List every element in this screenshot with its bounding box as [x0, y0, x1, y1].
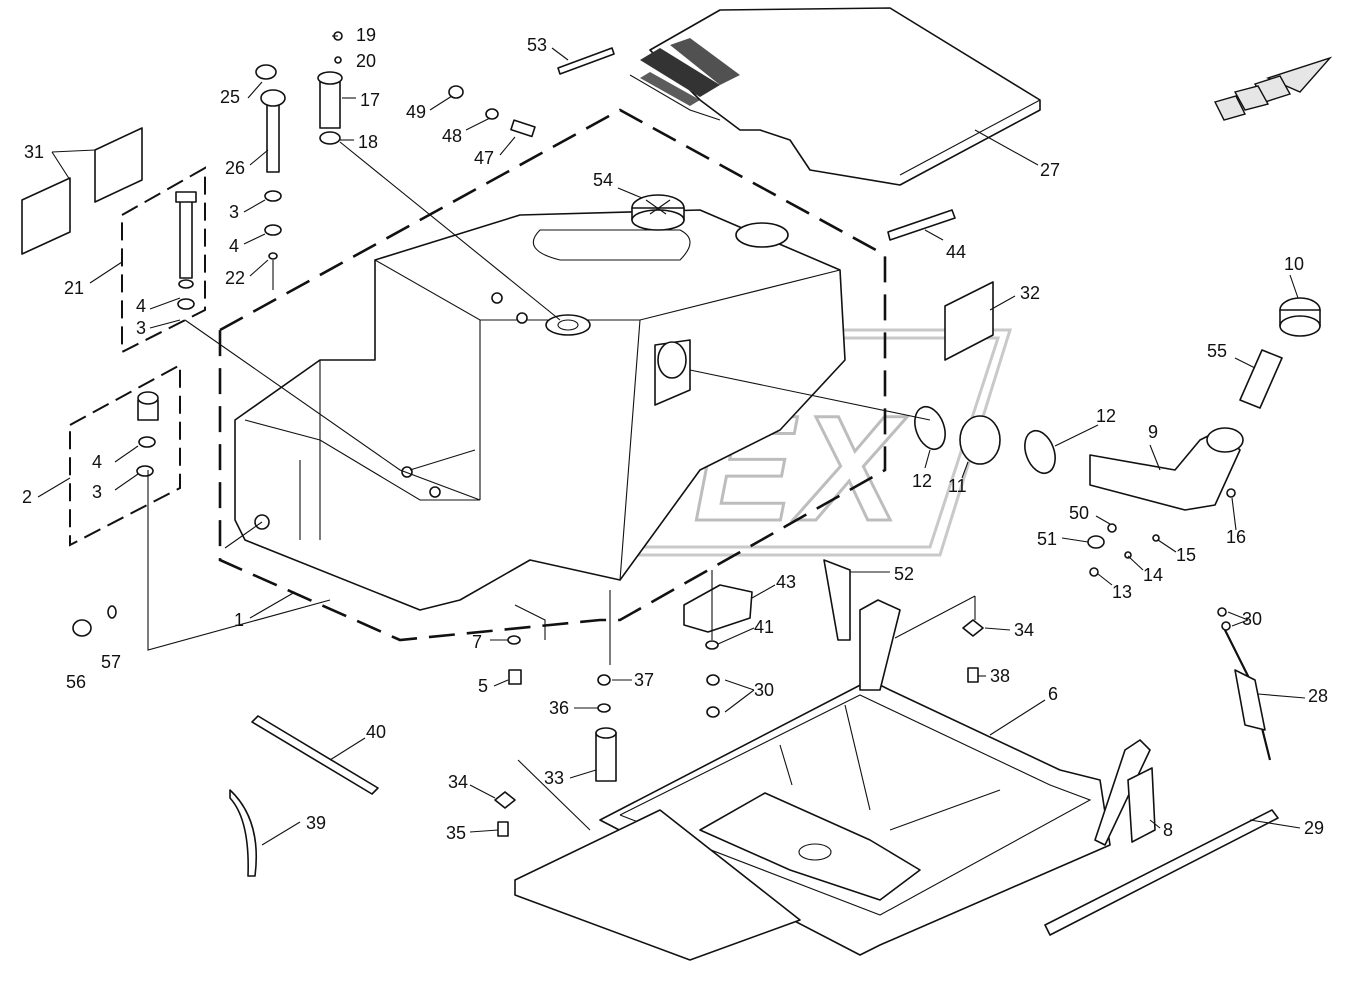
tank-assembly-dashed-boundary: [218, 108, 887, 642]
callout-10: 10: [1284, 254, 1304, 274]
part-13-16-hardware: [1087, 488, 1236, 577]
callout-5: 5: [478, 676, 488, 696]
callout-36: 36: [549, 698, 569, 718]
callout-31: 31: [24, 142, 44, 162]
callout-18: 18: [358, 132, 378, 152]
callout-53: 53: [527, 35, 547, 55]
callout-48: 48: [442, 126, 462, 146]
part-7-5-hardware: [507, 635, 522, 685]
callout-33: 33: [544, 768, 564, 788]
callout-30: 30: [1242, 609, 1262, 629]
part-54-cap: [631, 194, 685, 231]
callout-34: 34: [448, 772, 468, 792]
callout-6: 6: [1048, 684, 1058, 704]
callout-2: 2: [22, 487, 32, 507]
callout-8: 8: [1163, 820, 1173, 840]
part-12-clamps: [914, 405, 1056, 475]
callout-3: 3: [92, 482, 102, 502]
callout-22: 22: [225, 268, 245, 288]
callout-40: 40: [366, 722, 386, 742]
callout-43: 43: [776, 572, 796, 592]
callout-4: 4: [136, 296, 146, 316]
callout-29: 29: [1304, 818, 1324, 838]
callout-12: 12: [912, 471, 932, 491]
callout-4: 4: [92, 452, 102, 472]
part-17-tube: [317, 31, 343, 145]
callout-50: 50: [1069, 503, 1089, 523]
callout-32: 32: [1020, 283, 1040, 303]
part-31-pads: [21, 127, 143, 255]
callout-41: 41: [754, 617, 774, 637]
callout-13: 13: [1112, 582, 1132, 602]
part-11-hose: [959, 415, 1001, 465]
callout-3: 3: [136, 318, 146, 338]
callout-14: 14: [1143, 565, 1163, 585]
callout-28: 28: [1308, 686, 1328, 706]
callout-4: 4: [229, 236, 239, 256]
part-28-rod: [1217, 607, 1272, 761]
callout-1: 1: [234, 610, 244, 630]
callout-16: 16: [1226, 527, 1246, 547]
part-44-strip: [887, 209, 956, 241]
callout-12: 12: [1096, 406, 1116, 426]
callout-37: 37: [634, 670, 654, 690]
callout-labels: 1 2 3 3 3 4 4 4 5 6 7 8 9 10 11 12 12 13…: [22, 25, 1328, 843]
group-21-dashed-box: [121, 166, 206, 354]
part-10-cap: [1279, 297, 1321, 337]
callout-56: 56: [66, 672, 86, 692]
callout-15: 15: [1176, 545, 1196, 565]
callout-38: 38: [990, 666, 1010, 686]
part-8-strip: [1127, 767, 1156, 843]
group-2-dashed-box: [69, 363, 181, 547]
leader-lines: [37, 35, 1306, 846]
callout-25: 25: [220, 87, 240, 107]
part-33-spacer: [595, 674, 617, 782]
part-53-strip: [557, 47, 615, 75]
part-43-block: [683, 584, 753, 633]
callout-47: 47: [474, 148, 494, 168]
part-32-pad: [944, 281, 994, 361]
callout-35: 35: [446, 823, 466, 843]
callout-21: 21: [64, 278, 84, 298]
callout-54: 54: [593, 170, 613, 190]
callout-7: 7: [472, 632, 482, 652]
callout-19: 19: [356, 25, 376, 45]
part-1-fuel-tank: [234, 209, 846, 611]
part-25-26-sender: [255, 64, 286, 260]
part-30-41-nuts: [705, 640, 720, 718]
callout-9: 9: [1148, 422, 1158, 442]
part-2-plug: [136, 391, 159, 477]
callout-30: 30: [754, 680, 774, 700]
part-52-bracket: [823, 559, 851, 641]
callout-55: 55: [1207, 341, 1227, 361]
part-27-cover-plate: [629, 7, 1041, 186]
callout-27: 27: [1040, 160, 1060, 180]
callout-20: 20: [356, 51, 376, 71]
part-34-35-hardware: [494, 619, 984, 837]
part-39-strip: [229, 789, 258, 877]
part-40-rod: [251, 715, 379, 795]
part-9-filler-pipe: [1089, 427, 1244, 511]
part-21-bolt: [175, 191, 197, 310]
callout-39: 39: [306, 813, 326, 833]
callout-57: 57: [101, 652, 121, 672]
part-27-grille: [640, 38, 740, 106]
callout-3: 3: [229, 202, 239, 222]
direction-arrow-icon: [1213, 56, 1333, 121]
callout-52: 52: [894, 564, 914, 584]
callout-34: 34: [1014, 620, 1034, 640]
callout-17: 17: [360, 90, 380, 110]
callout-26: 26: [225, 158, 245, 178]
callout-49: 49: [406, 102, 426, 122]
callout-11: 11: [948, 476, 967, 496]
part-56-plug: [72, 605, 117, 637]
part-47-49-bolts: [448, 85, 536, 138]
part-29-rail: [1044, 809, 1279, 936]
callout-44: 44: [946, 242, 966, 262]
callout-51: 51: [1037, 529, 1057, 549]
part-6-frame: [514, 599, 1151, 961]
part-55-strainer: [1239, 349, 1283, 409]
